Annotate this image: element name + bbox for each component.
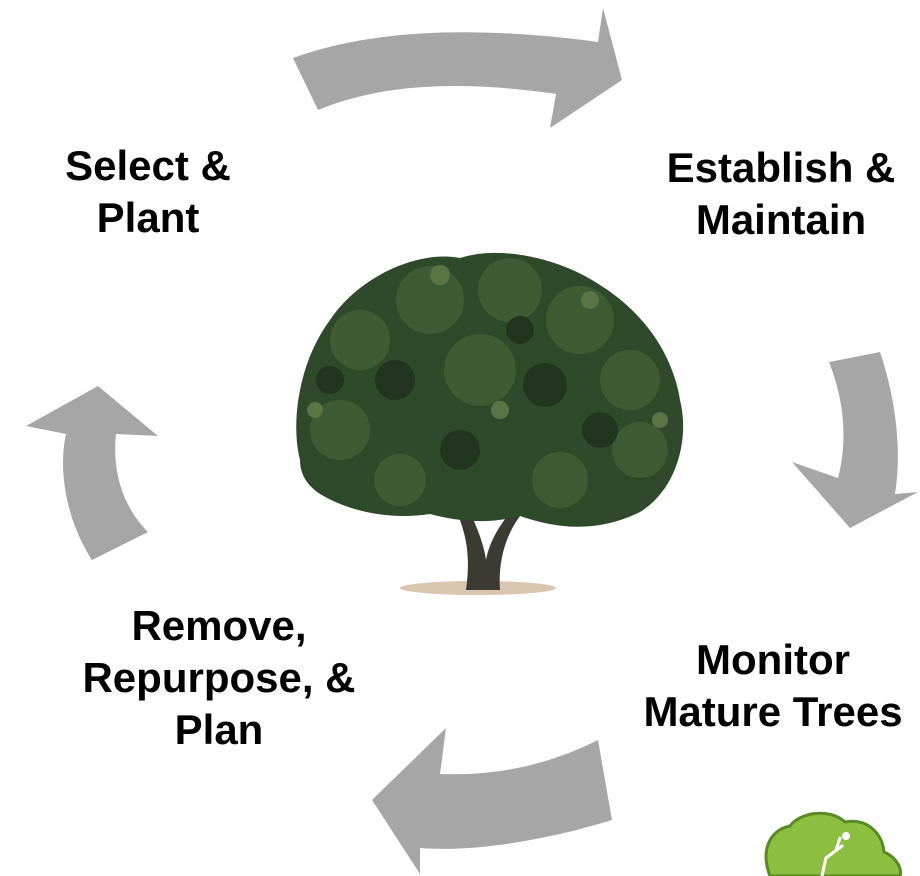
cycle-arrow-left xyxy=(26,386,158,560)
stage-label-monitor-trees: Monitor Mature Trees xyxy=(626,634,920,738)
cycle-arrow-right xyxy=(792,352,918,528)
stage-label-remove-repurpose-plan: Remove, Repurpose, & Plan xyxy=(54,600,384,756)
cycle-arrow-top xyxy=(293,8,622,128)
logo-figure xyxy=(820,836,844,876)
stage-label-line: Mature Trees xyxy=(643,688,903,735)
green-tree-logo xyxy=(764,811,902,876)
stage-label-line: Maintain xyxy=(695,196,867,243)
stage-label-line: Establish & xyxy=(666,144,896,191)
stage-label-line: Plant xyxy=(96,194,200,241)
stage-label-line: Select & xyxy=(65,142,231,189)
stage-label-line: Remove, xyxy=(131,602,307,649)
stage-label-select-plant: Select & Plant xyxy=(40,140,256,244)
stage-label-line: Plan xyxy=(174,706,264,753)
tree-trunk xyxy=(458,510,520,590)
logo-canopy xyxy=(764,811,902,876)
stage-label-line: Repurpose, & xyxy=(82,654,356,701)
stage-label-line: Monitor xyxy=(696,636,850,683)
cycle-arrow-bottom xyxy=(372,728,612,874)
stage-label-establish-maintain: Establish & Maintain xyxy=(650,142,912,246)
tree-illustration xyxy=(296,252,684,595)
